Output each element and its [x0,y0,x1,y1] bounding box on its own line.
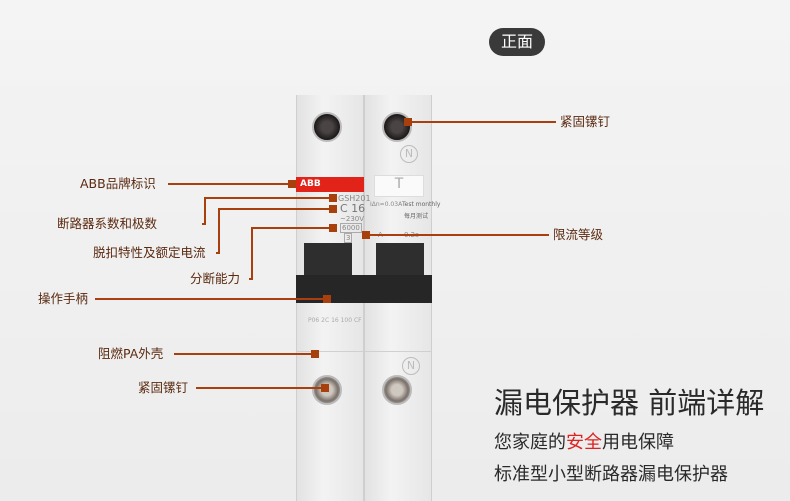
headline-title: 漏电保护器 前端详解 [494,386,765,420]
label-breaking: 分断能力 [190,271,241,286]
label-brand: ABB品牌标识 [80,176,156,191]
idn-text: IΔn=0.03A [370,201,403,208]
voltage-text: ~230V [340,215,365,223]
label-limit: 限流等级 [553,227,604,242]
screw-icon [382,112,412,142]
rating-text: C 16 [340,202,366,215]
line1-text: 您家庭的 [494,432,566,453]
breaking-text: 6000 [340,223,362,233]
label-trip: 脱扣特性及额定电流 [93,245,206,260]
bottom-code-text: P06 2C 16 100 CF [308,317,362,324]
class-text: 3 [344,233,353,243]
label-handle: 操作手柄 [38,291,89,306]
label-screw-top: 紧固镙钉 [560,114,611,129]
label-housing: 阻燃PA外壳 [98,346,164,361]
headline-line2: 标准型小型断路器漏电保护器 [494,464,728,485]
label-model: 断路器系数和极数 [57,216,158,231]
screw-icon [312,375,342,405]
line1-text-end: 用电保障 [602,432,674,453]
neutral-mark: N [402,357,420,375]
headline-line1: 您家庭的安全用电保障 [494,428,674,454]
test-en-text: Test monthly [402,201,441,208]
line1-highlight: 安全 [566,432,602,453]
test-cn-text: 每月测试 [404,213,429,220]
test-button[interactable]: T [374,175,424,197]
abb-logo: ABB [296,177,364,192]
label-screw-bottom: 紧固镙钉 [138,380,189,395]
screw-icon [382,375,412,405]
model-text: GSH201 [338,194,371,203]
screw-icon [312,112,342,142]
divider [296,351,432,352]
neutral-mark: N [400,145,418,163]
view-badge: 正面 [489,28,545,56]
